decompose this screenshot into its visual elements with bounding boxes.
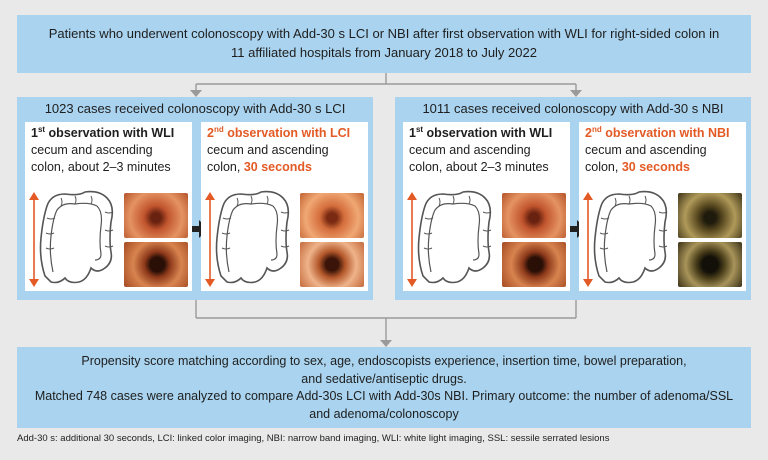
- arrowhead-left-arm: [190, 90, 202, 97]
- extent-arrow-icon: [205, 192, 215, 287]
- analysis-line-3: Matched 748 cases were analyzed to compa…: [34, 389, 734, 403]
- arm-nbi-title: 1011 cases received colonoscopy with Add…: [422, 101, 724, 116]
- endoscopy-image-wli-2: [502, 242, 566, 287]
- first-observation-heading: 1st observation with WLI: [409, 124, 553, 140]
- first-observation-line-1: cecum and ascending: [409, 143, 531, 157]
- first-observation-line-2: colon, about 2–3 minutes: [31, 160, 171, 174]
- duration-highlight: 30 seconds: [243, 160, 312, 174]
- endoscopy-image-nbi-2: [678, 242, 742, 287]
- panel-nbi-first-observation: 1st observation with WLI cecum and ascen…: [403, 122, 570, 291]
- colon-diagram-icon: [417, 190, 492, 284]
- endoscopy-image-lci-1: [300, 193, 364, 238]
- duration-highlight: 30 seconds: [621, 160, 690, 174]
- arrowhead-right-arm: [570, 90, 582, 97]
- endoscopy-image-wli-2: [124, 242, 188, 287]
- eligibility-line-1: Patients who underwent colonoscopy with …: [48, 26, 720, 41]
- extent-arrow-icon: [29, 192, 39, 287]
- arrowhead-bottom: [380, 340, 392, 347]
- second-observation-line-1: cecum and ascending: [585, 143, 707, 157]
- extent-arrow-icon: [407, 192, 417, 287]
- endoscopy-image-nbi-1: [678, 193, 742, 238]
- first-observation-heading: 1st observation with WLI: [31, 124, 175, 140]
- colon-diagram-icon: [215, 190, 290, 284]
- eligibility-line-2: 11 affiliated hospitals from January 201…: [231, 45, 537, 60]
- colon-diagram-icon: [39, 190, 114, 284]
- analysis-line-1: Propensity score matching according to s…: [81, 354, 687, 368]
- second-observation-heading: 2nd observation with NBI: [585, 124, 730, 140]
- extent-arrow-icon: [583, 192, 593, 287]
- analysis-line-2: and sedative/antiseptic drugs.: [301, 371, 467, 386]
- endoscopy-image-wli-1: [502, 193, 566, 238]
- second-observation-heading: 2nd observation with LCI: [207, 124, 351, 140]
- abbreviations-footnote: Add-30 s: additional 30 seconds, LCI: li…: [17, 433, 610, 444]
- panel-nbi-second-observation: 2nd observation with NBI cecum and ascen…: [579, 122, 746, 291]
- analysis-box: Propensity score matching according to s…: [17, 347, 751, 428]
- colon-diagram-icon: [593, 190, 668, 284]
- analysis-line-4: and adenoma/colonoscopy: [309, 406, 459, 421]
- endoscopy-image-lci-2: [300, 242, 364, 287]
- panel-lci-second-observation: 2nd observation with LCI cecum and ascen…: [201, 122, 368, 291]
- panel-lci-first-observation: 1st observation with WLI cecum and ascen…: [25, 122, 192, 291]
- first-observation-line-2: colon, about 2–3 minutes: [409, 160, 549, 174]
- endoscopy-image-wli-1: [124, 193, 188, 238]
- first-observation-line-1: cecum and ascending: [31, 143, 153, 157]
- arm-lci-box: 1023 cases received colonoscopy with Add…: [17, 97, 373, 300]
- second-observation-line-1: cecum and ascending: [207, 143, 329, 157]
- eligibility-box: Patients who underwent colonoscopy with …: [17, 15, 751, 73]
- arm-nbi-box: 1011 cases received colonoscopy with Add…: [395, 97, 751, 300]
- arm-lci-title: 1023 cases received colonoscopy with Add…: [44, 101, 346, 116]
